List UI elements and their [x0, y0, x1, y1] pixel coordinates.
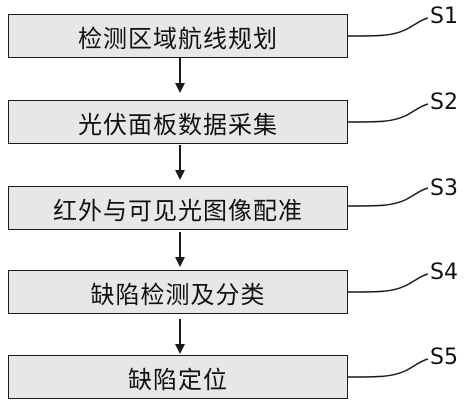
leader-line-s2 [347, 103, 429, 123]
leader-line-s4 [347, 273, 429, 293]
leader-line-s5 [347, 358, 429, 378]
step-label-s5: 缺陷定位 [128, 365, 228, 394]
step-label-s2: 光伏面板数据采集 [78, 110, 278, 139]
step-tag-s3: S3 [430, 176, 458, 201]
step-box-s2: 光伏面板数据采集 [8, 100, 348, 144]
step-tag-s5: S5 [430, 345, 458, 370]
step-tag-s4: S4 [430, 260, 458, 285]
step-label-s3: 红外与可见光图像配准 [53, 196, 303, 225]
step-label-s1: 检测区域航线规划 [78, 24, 278, 53]
step-tag-s2: S2 [430, 90, 458, 115]
step-box-s1: 检测区域航线规划 [8, 14, 348, 58]
step-box-s5: 缺陷定位 [8, 355, 348, 399]
step-tag-s1: S1 [430, 4, 458, 29]
leader-line-s1 [347, 17, 429, 37]
leader-line-s3 [347, 187, 429, 207]
step-box-s4: 缺陷检测及分类 [8, 270, 348, 314]
step-box-s3: 红外与可见光图像配准 [8, 186, 348, 230]
step-label-s4: 缺陷检测及分类 [90, 280, 266, 309]
